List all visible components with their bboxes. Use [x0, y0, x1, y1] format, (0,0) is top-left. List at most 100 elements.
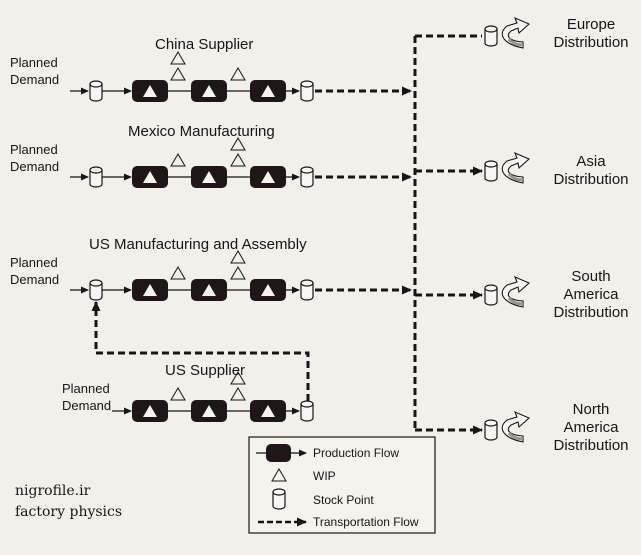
- line-title-us-supplier: US Supplier: [165, 362, 246, 379]
- distribution-label-line: North: [572, 401, 610, 418]
- stock-point-icon: [89, 166, 103, 188]
- stock-body: [300, 283, 314, 301]
- watermark-subtitle: factory physics: [15, 504, 123, 520]
- stock-point-icon: [89, 279, 103, 301]
- planned-demand-line1: Planned: [62, 381, 110, 396]
- production-triangle-icon: [143, 171, 157, 183]
- stock-point-icon: [300, 166, 314, 188]
- distribution-label-line: America: [563, 419, 619, 436]
- line-title-mexico-manufacturing: Mexico Manufacturing: [128, 123, 275, 140]
- planned-demand-label: Planned Demand: [10, 254, 59, 288]
- planned-demand-line2: Demand: [10, 272, 60, 287]
- production-station: [132, 279, 168, 301]
- production-triangle-icon: [261, 171, 275, 183]
- distribution-label-line: South: [571, 268, 611, 285]
- stock-top: [484, 160, 498, 168]
- distribution-stock-icon: [484, 160, 498, 182]
- distribution-stock-icon: [484, 284, 498, 306]
- distribution-stock-icon: [484, 25, 498, 47]
- planned-demand-line2: Demand: [10, 72, 60, 87]
- stock-point-icon: [300, 400, 314, 422]
- stock-body: [484, 288, 498, 306]
- stock-body: [484, 164, 498, 182]
- curved-arrow-shade: [507, 432, 524, 441]
- production-station: [250, 166, 286, 188]
- wip-triangle-icon: [230, 371, 246, 385]
- stock-top: [484, 419, 498, 427]
- legend-production-flow-label: Production Flow: [313, 446, 400, 460]
- stock-body: [300, 170, 314, 188]
- production-triangle-icon: [143, 85, 157, 97]
- stock-top: [300, 279, 314, 287]
- distribution-label-south-america: South America Distribution: [536, 268, 641, 322]
- planned-demand-line2: Demand: [10, 159, 60, 174]
- distribution-label-asia: Asia Distribution: [536, 153, 641, 189]
- stock-top: [300, 166, 314, 174]
- distribution-label-line: Distribution: [553, 34, 629, 51]
- production-triangle-icon: [202, 405, 216, 417]
- production-triangle-icon: [261, 284, 275, 296]
- wip-triangle-icon: [170, 153, 186, 167]
- us-supplier-feed-arrow: [91, 301, 310, 401]
- production-station: [191, 80, 227, 102]
- distribution-curved-arrow-icon: [501, 410, 531, 443]
- distribution-curved-arrow-icon: [501, 275, 531, 308]
- planned-demand-line1: Planned: [10, 55, 58, 70]
- stock-body: [89, 170, 103, 188]
- watermark: nigrofile.ir factory physics: [15, 481, 122, 523]
- stock-top: [484, 284, 498, 292]
- legend-stock-icon: [272, 488, 286, 510]
- stock-body: [484, 423, 498, 441]
- stock-body: [300, 404, 314, 422]
- distribution-label-line: Distribution: [553, 171, 629, 188]
- stock-top: [89, 279, 103, 287]
- distribution-curved-arrow-icon: [501, 16, 531, 49]
- legend-wip-label: WIP: [313, 469, 336, 483]
- production-station: [191, 166, 227, 188]
- stock-point-icon: [300, 279, 314, 301]
- wip-triangle-icon: [230, 153, 246, 167]
- production-station: [250, 279, 286, 301]
- stock-top: [484, 25, 498, 33]
- planned-demand-label: Planned Demand: [10, 54, 59, 88]
- stock-point-icon: [300, 80, 314, 102]
- planned-demand-label: Planned Demand: [10, 141, 59, 175]
- curved-arrow-shade: [507, 297, 524, 306]
- production-station: [132, 400, 168, 422]
- production-triangle-icon: [261, 405, 275, 417]
- stock-top: [300, 400, 314, 408]
- wip-triangle-icon: [170, 266, 186, 280]
- stock-top: [89, 80, 103, 88]
- wip-triangle-icon: [230, 266, 246, 280]
- production-station: [132, 80, 168, 102]
- production-station: [191, 400, 227, 422]
- curved-arrow-shade: [507, 38, 524, 47]
- planned-demand-label: Planned Demand: [62, 380, 111, 414]
- legend-transportation-flow-label: Transportation Flow: [313, 515, 419, 529]
- production-triangle-icon: [143, 405, 157, 417]
- wip-triangle-icon: [230, 67, 246, 81]
- distribution-label-line: Asia: [576, 153, 606, 170]
- production-triangle-icon: [202, 284, 216, 296]
- production-triangle-icon: [202, 85, 216, 97]
- legend-stock-point-label: Stock Point: [313, 493, 374, 507]
- production-triangle-icon: [261, 85, 275, 97]
- legend-production-box-icon: [266, 444, 291, 462]
- wip-triangle-icon: [170, 51, 186, 65]
- stock-body: [89, 283, 103, 301]
- legend: [248, 436, 436, 534]
- line-title-us-manufacturing: US Manufacturing and Assembly: [89, 236, 307, 253]
- curved-arrow-shade: [507, 173, 524, 182]
- stock-body: [89, 84, 103, 102]
- production-station: [132, 166, 168, 188]
- wip-triangle-icon: [230, 250, 246, 264]
- stock-body: [484, 29, 498, 47]
- wip-triangle-icon: [170, 387, 186, 401]
- distribution-stock-icon: [484, 419, 498, 441]
- distribution-label-line: Distribution: [553, 304, 629, 321]
- distribution-label-line: Distribution: [553, 437, 629, 454]
- stock-point-icon: [89, 80, 103, 102]
- wip-triangle-icon: [230, 137, 246, 151]
